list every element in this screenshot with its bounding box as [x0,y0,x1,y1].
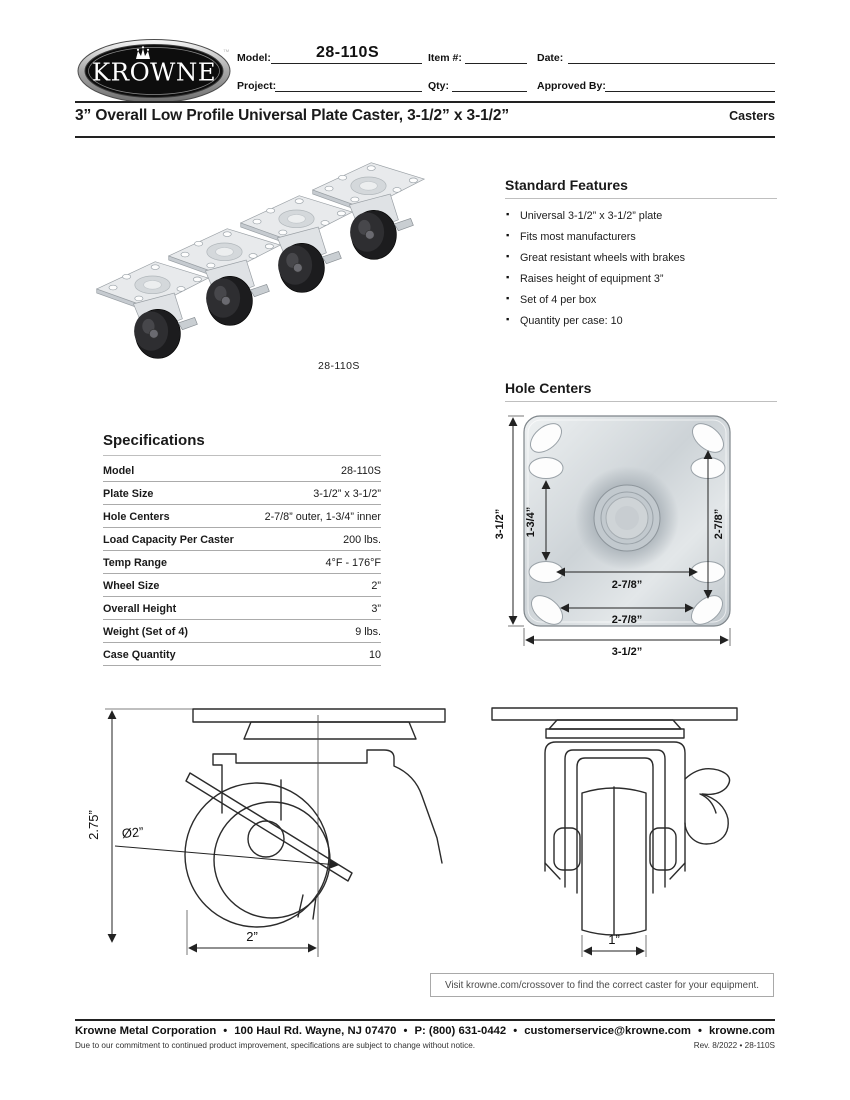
spec-label: Temp Range [103,556,167,569]
hole-centers-section: Hole Centers [505,380,777,402]
date-field-line [568,62,775,64]
spec-row-overall-height: Overall Height 3” [103,597,381,620]
approved-by-field-label: Approved By: [537,80,606,92]
crossover-note-text: Visit krowne.com/crossover to find the c… [445,979,759,991]
model-field-label: Model: [237,52,271,64]
product-caption: 28-110S [318,360,360,372]
date-field-label: Date: [537,52,564,64]
bullet-separator-icon: • [513,1025,518,1037]
spec-value: 4°F - 176°F [325,556,381,569]
page-title: 3” Overall Low Profile Universal Plate C… [75,107,510,124]
category-label: Casters [729,109,775,123]
company-address: 100 Haul Rd. Wayne, NJ 07470 [234,1025,397,1037]
spec-value: 3” [371,602,381,615]
caster-side-view-drawing: 2.75” Ø2” 2” [85,695,460,970]
bullet-separator-icon: • [223,1025,228,1037]
spec-row-wheel-size: Wheel Size 2” [103,574,381,597]
item-number-field-label: Item #: [428,52,462,64]
spec-label: Load Capacity Per Caster [103,533,234,546]
hole-centers-heading: Hole Centers [505,380,777,402]
caster-set-illustration [95,162,426,359]
spec-label: Overall Height [103,602,177,615]
spec-label: Plate Size [103,487,154,500]
spec-value: 10 [368,648,381,661]
standard-features-heading: Standard Features [505,177,777,199]
bullet-separator-icon: • [698,1025,702,1037]
feature-item: Set of 4 per box [505,289,777,310]
model-field-value: 28-110S [316,44,380,61]
trademark-symbol: ™ [223,49,230,56]
dim-wheel-span: 2” [246,929,258,944]
spec-label: Model [103,464,135,477]
spec-row-model: Model 28-110S [103,459,381,482]
specifications-heading: Specifications [103,432,381,456]
title-divider [75,136,775,138]
company-phone: P: (800) 631-0442 [414,1025,507,1037]
dim-mid-horizontal: 2-7/8” [612,579,643,591]
dim-wheel-width: 1” [608,932,620,947]
spec-row-load-capacity: Load Capacity Per Caster 200 lbs. [103,528,381,551]
feature-item: Great resistant wheels with brakes [505,247,777,268]
product-photo [82,158,462,363]
fineprint-row: Due to our commitment to continued produ… [75,1041,775,1050]
dim-plate-height: 3-1/2” [495,509,506,540]
spec-row-temp-range: Temp Range 4°F - 176°F [103,551,381,574]
krowne-logo: KROWNE ™ [76,38,232,104]
company-name: Krowne Metal Corporation [75,1025,217,1037]
company-info-line: Krowne Metal Corporation • 100 Haul Rd. … [75,1025,775,1037]
crown-icon [136,46,150,59]
model-field-line [271,62,422,64]
disclaimer-text: Due to our commitment to continued produ… [75,1041,476,1050]
revision-text: Rev. 8/2022 • 28-110S [693,1041,775,1050]
specifications-section: Specifications Model 28-110S Plate Size … [103,432,381,666]
spec-row-hole-centers: Hole Centers 2-7/8” outer, 1-3/4” inner [103,505,381,528]
spec-value: 9 lbs. [355,625,381,638]
bullet-separator-icon: • [403,1025,408,1037]
project-field-label: Project: [237,80,277,92]
spec-row-case-quantity: Case Quantity 10 [103,643,381,666]
spec-row-weight: Weight (Set of 4) 9 lbs. [103,620,381,643]
company-website-link[interactable]: krowne.com [709,1025,775,1037]
dim-lower-horizontal: 2-7/8” [612,614,643,626]
item-number-field-line [465,62,527,64]
crossover-note-box: Visit krowne.com/crossover to find the c… [430,973,774,997]
company-email-link[interactable]: customerservice@krowne.com [524,1025,691,1037]
caster-front-view-drawing: 1” [460,695,790,970]
hole-centers-diagram: 3-1/2” 1-3/4” 2-7/8” 2-7/8” 2-7/8” 3-1/2… [494,406,775,658]
spec-value: 2-7/8” outer, 1-3/4” inner [264,510,381,523]
spec-label: Hole Centers [103,510,170,523]
spec-value: 2” [371,579,381,592]
spec-value: 200 lbs. [343,533,381,546]
qty-field-label: Qty: [428,80,449,92]
spec-label: Wheel Size [103,579,160,592]
title-bar: 3” Overall Low Profile Universal Plate C… [75,107,775,125]
standard-features-section: Standard Features Universal 3-1/2” x 3-1… [505,177,777,331]
spec-row-plate-size: Plate Size 3-1/2” x 3-1/2” [103,482,381,505]
spec-value: 28-110S [340,464,381,477]
dim-plate-width: 3-1/2” [612,646,643,658]
feature-item: Fits most manufacturers [505,226,777,247]
feature-item: Quantity per case: 10 [505,310,777,331]
dim-inner-vertical: 1-3/4” [525,507,537,538]
dim-overall-height: 2.75” [86,810,101,840]
feature-list: Universal 3-1/2” x 3-1/2” plate Fits mos… [505,205,777,331]
footer-divider [75,1019,775,1021]
dim-outer-vertical: 2-7/8” [713,509,725,540]
spec-label: Case Quantity [103,648,176,661]
krowne-logo-graphic: KROWNE ™ [77,39,231,103]
spec-value: 3-1/2” x 3-1/2” [313,487,381,500]
project-field-line [275,90,422,92]
spec-label: Weight (Set of 4) [103,625,188,638]
dim-wheel-diameter: Ø2” [121,824,144,841]
qty-field-line [452,90,527,92]
header-divider [75,101,775,103]
logo-wordmark: KROWNE [92,58,216,87]
feature-item: Universal 3-1/2” x 3-1/2” plate [505,205,777,226]
feature-item: Raises height of equipment 3” [505,268,777,289]
approved-by-field-line [605,90,775,92]
